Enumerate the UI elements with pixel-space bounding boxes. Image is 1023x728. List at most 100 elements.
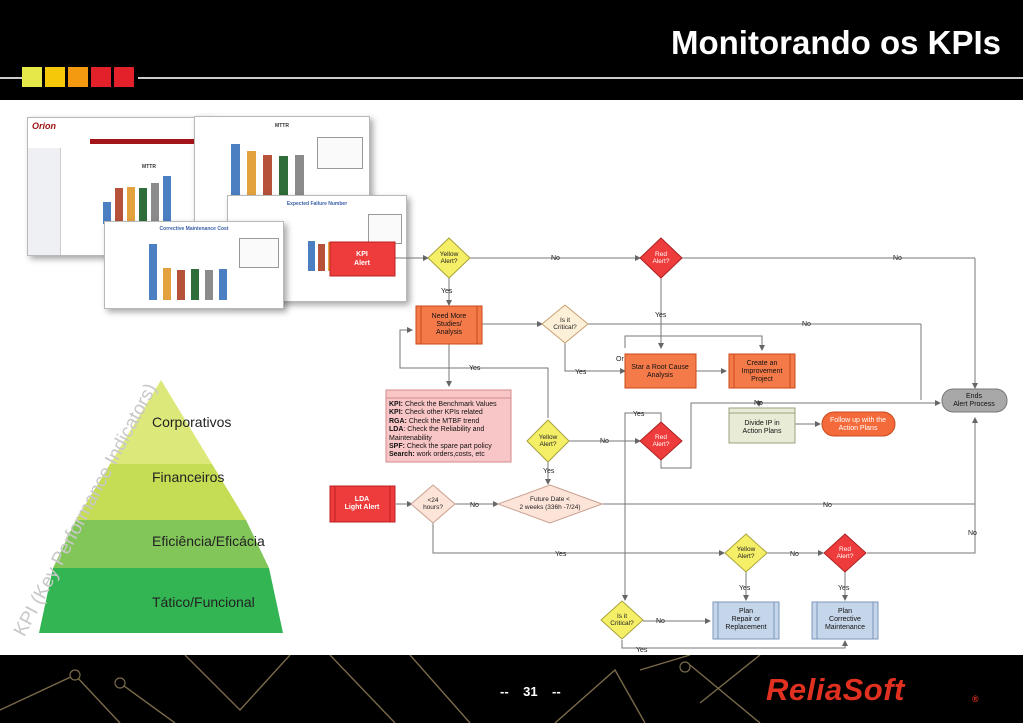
pyramid-label-corporativos: Corporativos <box>152 414 232 430</box>
note-line-text: work orders,costs, etc <box>414 451 485 459</box>
svg-text:Future Date <2 weeks (336h -7/: Future Date <2 weeks (336h -7/24) <box>519 496 580 511</box>
dash-bar-chart <box>103 176 171 224</box>
svg-text:No: No <box>968 530 977 537</box>
note-line-text: : Check the Reliability and <box>403 426 485 434</box>
divide-ip <box>728 407 796 444</box>
accent-square-5 <box>114 67 134 87</box>
pyramid-level-2 <box>76 464 246 520</box>
ends-alert-process <box>941 388 1008 413</box>
pyramid-label-tatico: Tático/Funcional <box>152 594 255 610</box>
yellow-alert-mid <box>526 419 570 463</box>
svg-text:No: No <box>893 255 902 262</box>
svg-text:Yes: Yes <box>739 585 751 592</box>
app-logo: Orion <box>32 121 56 131</box>
future-date <box>496 484 604 524</box>
svg-text:No: No <box>754 400 763 407</box>
accent-square-4 <box>91 67 111 87</box>
note-line: RGA: Check the MTBF trend <box>389 418 511 426</box>
accent-square-1 <box>22 67 42 87</box>
cmc-title: Corrective Maintenance Cost <box>159 226 229 232</box>
svg-text:No: No <box>600 438 609 445</box>
svg-text:Or: Or <box>616 356 624 363</box>
svg-text:No: No <box>802 321 811 328</box>
dash-chart-title: MTTR <box>142 164 156 170</box>
accent-square-2 <box>45 67 65 87</box>
improvement-project <box>728 353 796 389</box>
yellow-alert-bottom <box>724 533 768 573</box>
reliasoft-logo: ReliaSoft <box>766 672 905 707</box>
note-line-key: Search: <box>389 451 415 459</box>
note-line-text: Maintenability <box>389 434 432 442</box>
svg-text:No: No <box>823 502 832 509</box>
slide-title: Monitorando os KPIs <box>671 24 1001 61</box>
svg-text:Yes: Yes <box>441 288 453 295</box>
pyramid-level-3 <box>53 520 269 568</box>
note-line-text: Check the MTBF trend <box>406 417 480 425</box>
less-24-hours <box>410 484 456 524</box>
svg-text:Yes: Yes <box>838 585 850 592</box>
plan-corrective <box>811 601 879 640</box>
efn-title: Expected Failure Number <box>286 201 348 207</box>
pyramid-level-4 <box>39 568 283 633</box>
note-line: LDA: Check the Reliability and <box>389 426 511 434</box>
svg-text:Yes: Yes <box>469 365 481 372</box>
is-critical-bottom <box>600 600 644 640</box>
header-divider-right <box>138 77 1023 79</box>
is-critical-top <box>541 304 589 344</box>
pyramid-label-financeiros: Financeiros <box>152 469 225 485</box>
note-line-key: KPI: <box>389 409 403 417</box>
header-divider-left <box>0 77 22 79</box>
red-alert-top <box>639 237 683 279</box>
note-line: KPI: Check the Benchmark Values <box>389 401 511 409</box>
svg-text:Yes: Yes <box>636 647 648 654</box>
note-line-key: KPI: <box>389 401 403 408</box>
cmc-screenshot: Corrective Maintenance Cost <box>104 221 284 309</box>
red-alert-mid <box>639 421 683 461</box>
note-line-text: Check the Benchmark Values <box>403 401 497 408</box>
connector-labels: No No Yes Yes No Or Yes Yes No Yes No Ye… <box>441 255 977 654</box>
cmc-legend <box>239 238 279 268</box>
note-line-key: LDA <box>389 426 404 434</box>
svg-text:No: No <box>656 618 665 625</box>
efn-legend <box>368 214 402 244</box>
follow-up <box>821 411 896 437</box>
note-line-text: Check other KPIs related <box>403 409 483 417</box>
header-bar <box>0 0 1023 100</box>
note-line: Search: work orders,costs, etc <box>389 451 511 459</box>
svg-text:No: No <box>470 502 479 509</box>
note-line-key: SPF: <box>389 443 405 451</box>
note-line-key: RGA: <box>389 417 407 425</box>
plan-repair <box>712 601 780 640</box>
pyramid-label-eficiencia: Eficiência/Eficácia <box>152 533 265 549</box>
red-alert-bottom <box>823 533 867 573</box>
svg-text:Yes: Yes <box>543 468 555 475</box>
svg-text:No: No <box>790 551 799 558</box>
note-line: SPF: Check the spare part policy <box>389 443 511 451</box>
kpi-alert-block <box>329 241 396 277</box>
footer-decoration <box>0 654 761 724</box>
mttr-title: MTTR <box>275 123 289 129</box>
root-cause-analysis <box>624 353 697 389</box>
svg-text:Yes: Yes <box>575 369 587 376</box>
footer-bar <box>0 654 1023 724</box>
svg-text:Yes: Yes <box>633 411 645 418</box>
svg-text:Yes: Yes <box>555 551 567 558</box>
kpi-pyramid <box>39 380 283 633</box>
mttr-bar-chart <box>231 144 304 217</box>
